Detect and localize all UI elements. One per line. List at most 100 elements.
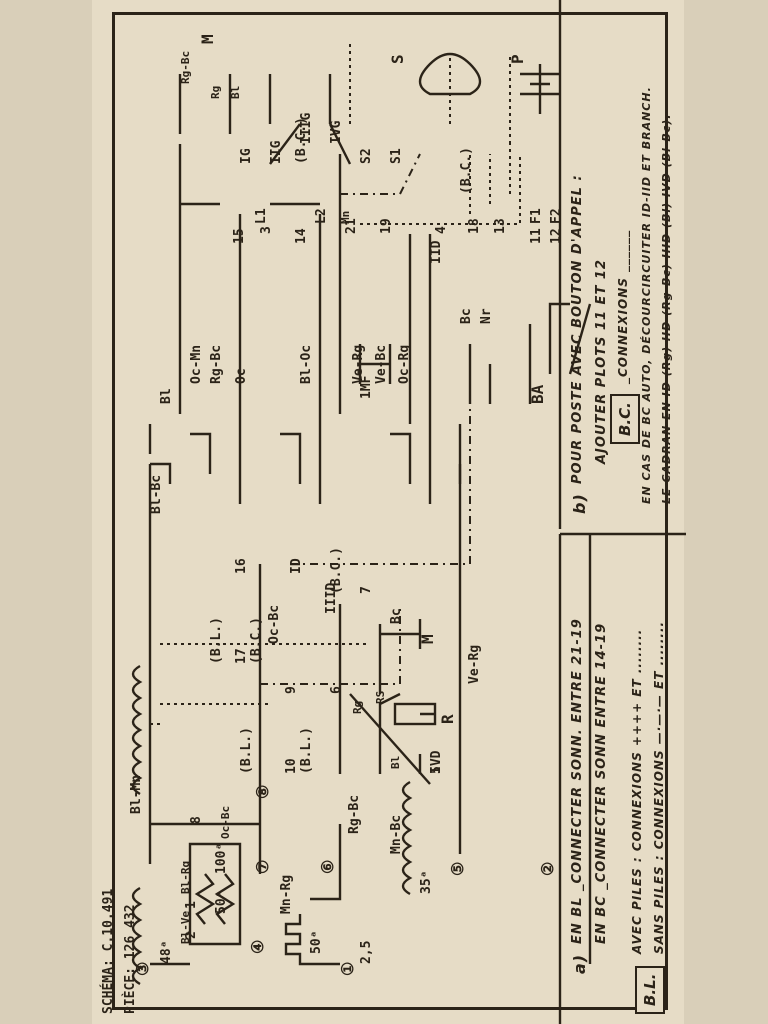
- tap-10: 10: [284, 758, 299, 774]
- label-bl-paren-1: (B.L.): [239, 727, 254, 774]
- wire-rg-bc: Rg-Bc: [347, 794, 362, 834]
- plus-row-bc: [360, 154, 521, 225]
- label-rs: RS: [374, 690, 387, 704]
- wire-mn-bc: Mn-Bc: [389, 814, 404, 854]
- coil-row: [131, 664, 413, 986]
- coil-2-5: 2,5: [359, 940, 374, 964]
- label-1mf: 1MF: [359, 375, 374, 399]
- label-s1: S1: [389, 148, 404, 164]
- bc-legend-line2: LE CADRAN EN ID (Rg) IID (Rg-Bc) IIID (B…: [660, 113, 673, 504]
- tap-9: 9: [284, 686, 299, 694]
- bc-legend-box: B.C.: [610, 394, 640, 444]
- wire-oc-rg: Oc-Rg: [397, 344, 412, 384]
- coil-48: 48ᵃ: [159, 940, 174, 964]
- wire-bl-rs: Bl: [389, 755, 402, 769]
- label-l2: L2: [314, 208, 329, 224]
- wire-bc: Bc: [459, 308, 474, 324]
- tap-14: 14: [294, 228, 309, 244]
- wire-bl-mn: Bl-Mn: [129, 774, 144, 814]
- wire-ve-rg: Ve-Rg: [467, 644, 482, 684]
- tap-3: 3: [259, 226, 274, 234]
- label-f1: F1: [529, 208, 544, 224]
- wire-rg-bc-2: Rg-Bc: [209, 344, 224, 384]
- schematic-stage: SCHÉMA: C.10.491 PIÈCE: 126 432 Bl-Mn Mn…: [90, 0, 686, 1024]
- tap-8: 8: [189, 816, 204, 824]
- note-a-line2: EN BC _CONNECTER SONN ENTRE 14-19: [594, 622, 609, 944]
- speaker-s: [418, 52, 482, 96]
- coil-100: 100ᵃ: [214, 842, 229, 874]
- note-b-line2: AJOUTER PLOTS 11 ET 12: [594, 259, 609, 464]
- resistor-block: [188, 842, 242, 946]
- label-iid: IID: [429, 240, 444, 264]
- dash-bc-1: [260, 604, 401, 685]
- label-p: P: [508, 54, 527, 64]
- label-bl-paren-2: (B.L.): [209, 617, 224, 664]
- label-m-top: M: [198, 34, 217, 44]
- terminal-5: ⑤: [448, 861, 467, 876]
- label-s: S: [388, 54, 407, 64]
- terminal-8: ⑧: [253, 784, 272, 799]
- coil-50b: 50ᵃ: [309, 930, 324, 954]
- button-ba: [548, 302, 592, 375]
- terminal-7: ⑦: [253, 859, 272, 874]
- label-iig: IIG: [269, 140, 284, 164]
- capacitor-1mf: [358, 344, 392, 384]
- tap-4: 4: [434, 226, 449, 234]
- label-mn: Mn: [339, 210, 352, 224]
- tap-13: 13: [493, 218, 508, 234]
- coil-50: 50ᵃ: [214, 890, 229, 914]
- dash-bc-2: [290, 384, 471, 565]
- bl-legend-line2: SANS PILES : CONNEXIONS —·—·— ET .......…: [652, 620, 666, 954]
- tap-11: 11: [529, 228, 544, 244]
- label-bl-paren-3: (B.L.): [299, 727, 314, 774]
- note-b-letter: b): [570, 493, 589, 514]
- label-m: M: [418, 634, 437, 644]
- label-ivd: IVD: [429, 750, 444, 774]
- label-ivg: IVG: [329, 120, 344, 144]
- terminal-6: ⑥: [318, 859, 337, 874]
- bl-legend-line1: AVEC PILES : CONNEXIONS ++++ ET ........: [630, 628, 644, 954]
- tap-18: 18: [467, 218, 482, 234]
- label-bc-paren-1: (B.C.): [249, 617, 264, 664]
- note-b-line1: POUR POSTE AVEC BOUTON D'APPEL :: [570, 174, 585, 484]
- wire-bl-oc: Bl-Oc: [299, 344, 314, 384]
- wire-ve-bc: Ve-Bc: [374, 344, 389, 384]
- label-iiid: IIID: [324, 582, 339, 614]
- label-bc-paren-3: (B.C.): [459, 147, 474, 194]
- wire-rg-m: Rg: [209, 85, 222, 99]
- label-ba: BA: [528, 384, 547, 404]
- tap-6: 6: [329, 686, 344, 694]
- wire-bl: Bl: [159, 388, 174, 404]
- tap-15: 15: [232, 228, 247, 244]
- tap-19: 19: [379, 218, 394, 234]
- label-f2: F2: [549, 208, 564, 224]
- bl-legend-box: B.L.: [635, 965, 665, 1014]
- bc-legend-line1: EN CAS DE BC AUTO, DÉCOURCIRCUITER ID-II…: [640, 86, 653, 504]
- schema-ref: SCHÉMA: C.10.491: [101, 888, 116, 1014]
- label-s2: S2: [359, 148, 374, 164]
- tap-1: 1: [184, 901, 199, 909]
- terminal-2: ②: [538, 861, 557, 876]
- coil-oc-bc: Oc-Bc: [219, 805, 232, 839]
- wire-rg-rs: Rg: [351, 700, 364, 714]
- terminal-4: ④: [248, 939, 267, 954]
- wire-bl-bc: Bl-Bc: [149, 474, 164, 514]
- note-a-line1: EN BL _CONNECTER SONN. ENTRE 21-19: [570, 618, 585, 944]
- coil-bl-ve: Bl-Ve: [179, 910, 192, 944]
- tap-7: 7: [359, 586, 374, 594]
- drawing-border: [112, 12, 668, 1010]
- bc-legend-line0: _CONNEXIONS ______: [616, 229, 630, 384]
- tap-16: 16: [234, 558, 249, 574]
- label-l1: L1: [254, 208, 269, 224]
- wire-oc: Oc: [234, 368, 249, 384]
- terminal-1: ①: [338, 961, 357, 976]
- coil-35: 35ᵃ: [419, 870, 434, 894]
- piece-ref: PIÈCE: 126 432: [123, 904, 138, 1014]
- note-a-letter: a): [570, 953, 589, 974]
- wiring-diagram: [131, 0, 686, 1024]
- wire-nr: Nr: [479, 308, 494, 324]
- wire-bc-m: Bc: [389, 608, 404, 624]
- tap-17: 17: [234, 648, 249, 664]
- wire-oc-bc: Oc-Bc: [267, 604, 282, 644]
- tap-12: 12: [549, 228, 564, 244]
